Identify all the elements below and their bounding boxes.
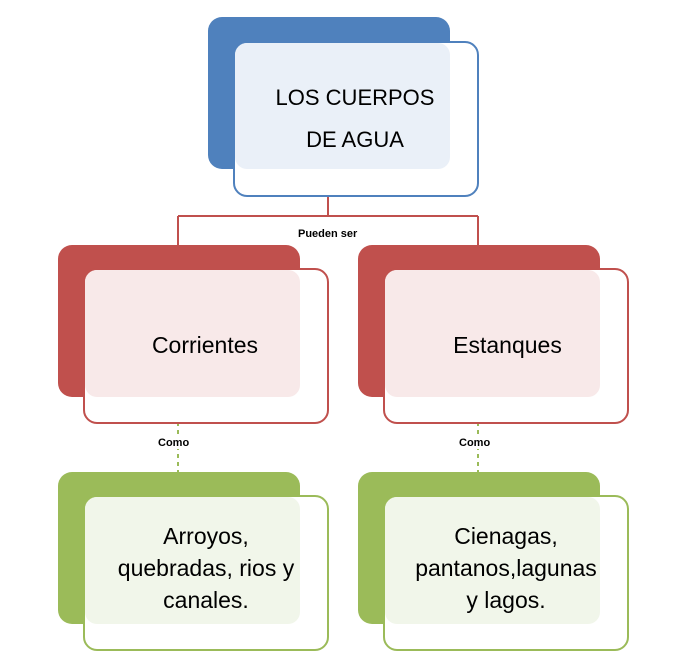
child-right-label: Estanques [453, 331, 562, 358]
child-left-fill [85, 270, 300, 397]
leaf-left-label: Arroyos, quebradas, rios y canales. [117, 522, 295, 613]
left-connector-label: Como [156, 437, 192, 449]
right-connector-label: Como [457, 437, 493, 449]
leaf-right-label: Cienagas, pantanos,lagunas y lagos. [415, 522, 597, 613]
child-right-fill [385, 270, 600, 397]
leaf-right-fill [385, 497, 600, 624]
root-connector-label: Pueden ser [296, 228, 360, 240]
root-node-fill [235, 43, 450, 169]
root-node-label: LOS CUERPOS DE AGUA [275, 85, 435, 152]
leaf-left-fill [85, 497, 300, 624]
child-left-label: Corrientes [151, 331, 259, 358]
